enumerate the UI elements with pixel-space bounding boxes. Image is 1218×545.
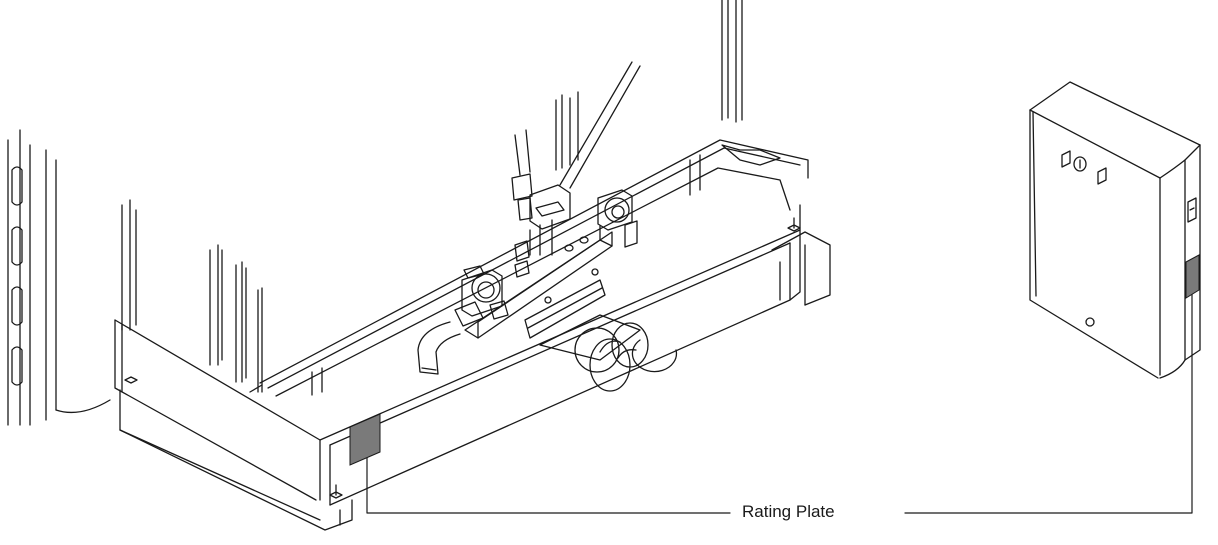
base-tray bbox=[114, 139, 831, 531]
rating-plate-icon bbox=[349, 254, 1200, 466]
manifold-assembly bbox=[417, 61, 641, 375]
frame-posts bbox=[7, 0, 743, 426]
pump-head bbox=[539, 314, 678, 392]
control-box bbox=[1029, 81, 1201, 379]
rating-plate-label: Rating Plate bbox=[738, 502, 839, 522]
callout-leader bbox=[366, 287, 1193, 514]
